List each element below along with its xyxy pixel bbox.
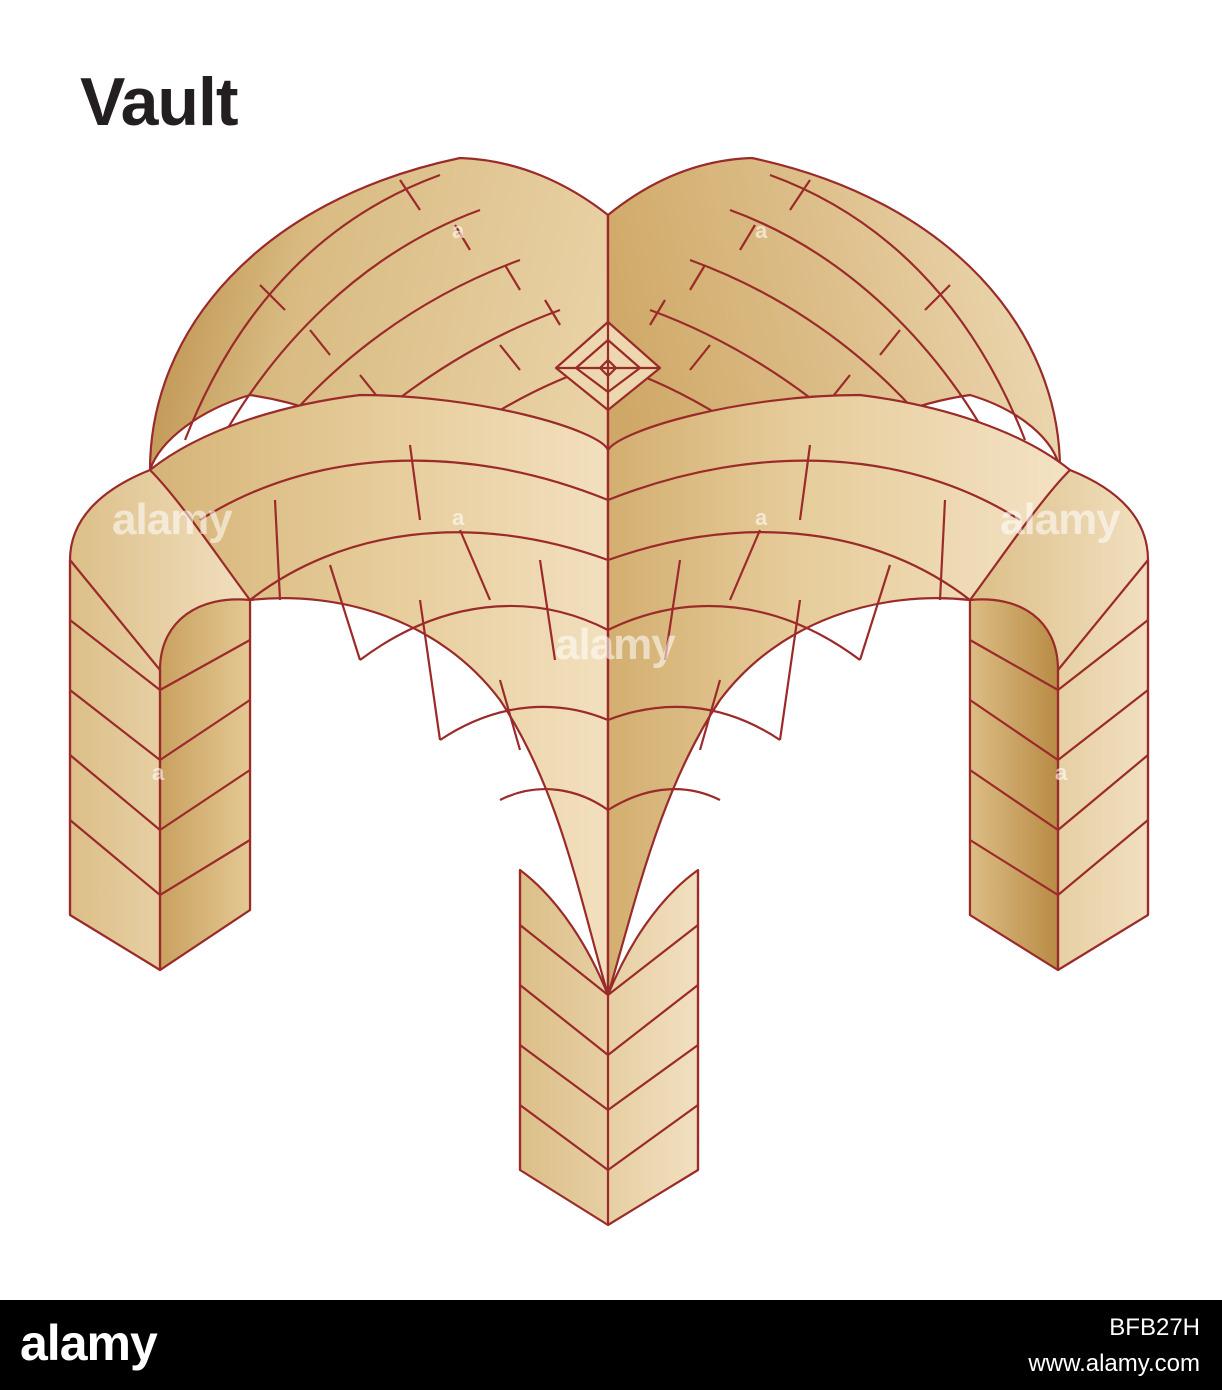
left-pier-soffit bbox=[158, 598, 252, 972]
watermark-right: alamy bbox=[1000, 495, 1121, 544]
watermark-mark-5: a bbox=[152, 760, 165, 785]
watermark-mark-7: a bbox=[755, 760, 768, 785]
footer-url: www.alamy.com bbox=[1028, 1350, 1200, 1377]
watermark-center: alamy bbox=[555, 620, 676, 669]
right-pier-soffit bbox=[968, 598, 1060, 972]
watermark-left: alamy bbox=[112, 495, 233, 544]
diagram-title: Vault bbox=[80, 64, 238, 140]
footer-logo: alamy bbox=[20, 1315, 158, 1371]
watermark-mark-3: a bbox=[452, 505, 465, 530]
footer-image-id: BFB27H bbox=[1109, 1314, 1200, 1341]
watermark-mark-1: a bbox=[452, 218, 465, 243]
watermark-mark-4: a bbox=[755, 505, 768, 530]
footer-bar: alamy BFB27H www.alamy.com bbox=[0, 1300, 1222, 1390]
groin-vault-illustration bbox=[68, 156, 1150, 1227]
watermark-mark-2: a bbox=[755, 218, 768, 243]
watermark-mark-8: a bbox=[1055, 760, 1068, 785]
watermark-mark-6: a bbox=[452, 760, 465, 785]
